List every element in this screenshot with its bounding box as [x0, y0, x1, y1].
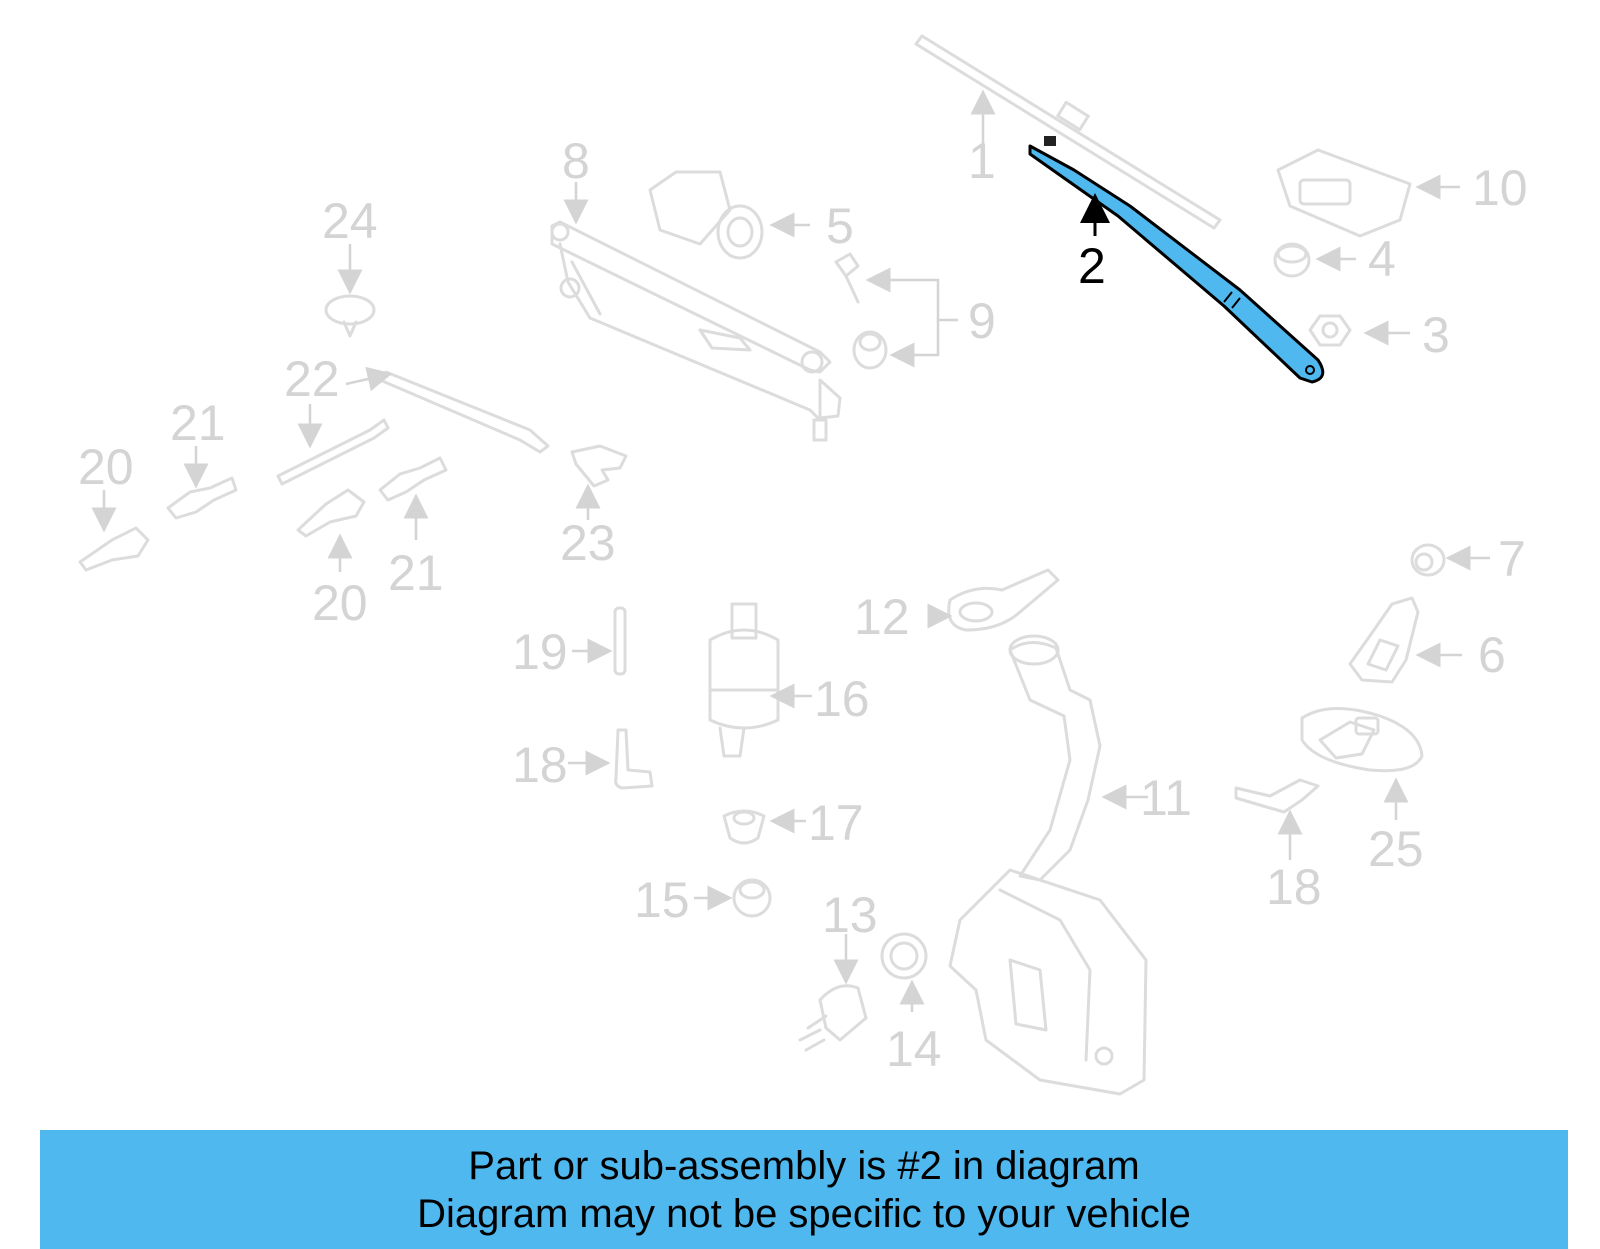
check-valve-right-part — [378, 456, 448, 502]
washer-reservoir-part — [948, 634, 1148, 1096]
hose-elbow-right-part — [1234, 778, 1320, 814]
grommet-part — [852, 330, 888, 370]
callout-9: 9 — [968, 293, 996, 349]
callout-8: 8 — [562, 133, 590, 189]
callout-20a: 20 — [78, 439, 134, 495]
callout-4: 4 — [1368, 231, 1396, 287]
callout-7: 7 — [1498, 531, 1526, 587]
callout-17: 17 — [808, 795, 864, 851]
callout-16: 16 — [814, 671, 870, 727]
nut-part — [1308, 314, 1352, 347]
callout-5: 5 — [826, 198, 854, 254]
callout-21b: 21 — [388, 545, 444, 601]
callout-15: 15 — [634, 872, 690, 928]
filler-neck-seal-part — [947, 568, 1060, 632]
callout-12: 12 — [854, 589, 910, 645]
rubber-bumper-part — [1410, 543, 1446, 577]
hose-elbow-left-part — [614, 728, 654, 790]
wiper-linkage-part — [550, 220, 842, 442]
pump-grommet-part — [722, 809, 766, 845]
check-valve-left-part — [166, 476, 238, 520]
level-sensor-part — [798, 984, 868, 1052]
callout-21a: 21 — [170, 395, 226, 451]
info-banner: Part or sub-assembly is #2 in diagram Di… — [40, 1130, 1568, 1249]
leader-line-9b — [889, 320, 940, 368]
washer-nozzle-right-part — [296, 488, 366, 538]
bracket-part — [1348, 596, 1420, 684]
sensor-grommet-part — [880, 932, 928, 980]
callout-14: 14 — [886, 1021, 942, 1077]
banner-line-part-number: Part or sub-assembly is #2 in diagram — [468, 1143, 1140, 1188]
leader-line-9a — [865, 267, 940, 320]
callout-25: 25 — [1368, 821, 1424, 877]
callout-13: 13 — [822, 887, 878, 943]
callout-6: 6 — [1478, 627, 1506, 683]
callout-3: 3 — [1422, 307, 1450, 363]
washer-pump-part — [708, 602, 780, 758]
clip-part — [324, 294, 376, 338]
callout-18b: 18 — [1266, 859, 1322, 915]
callout-20b: 20 — [312, 575, 368, 631]
parts-diagram: 1 2 10 4 3 5 — [78, 34, 1528, 1096]
callout-11: 11 — [1140, 770, 1192, 826]
wiper-module-part — [1276, 148, 1412, 238]
hose-connector-part — [570, 444, 628, 488]
wiper-blade-part — [914, 34, 1222, 230]
callout-24: 24 — [322, 193, 378, 249]
cap-part — [1273, 242, 1311, 278]
bolt-part — [834, 252, 860, 304]
seal-part — [732, 878, 772, 918]
washer-nozzle-left-part — [78, 526, 150, 572]
banner-line-disclaimer: Diagram may not be specific to your vehi… — [417, 1191, 1191, 1236]
callout-22: 22 — [284, 351, 340, 407]
pin-part — [613, 606, 627, 676]
callout-19: 19 — [512, 624, 568, 680]
wiper-motor-part — [648, 170, 764, 260]
callout-18a: 18 — [512, 737, 568, 793]
callout-2: 2 — [1078, 238, 1106, 294]
headlamp-washer-part — [1300, 707, 1424, 773]
callout-23: 23 — [560, 515, 616, 571]
callout-10: 10 — [1472, 160, 1528, 216]
callout-1: 1 — [968, 133, 996, 189]
leader-line-22a — [345, 366, 393, 392]
